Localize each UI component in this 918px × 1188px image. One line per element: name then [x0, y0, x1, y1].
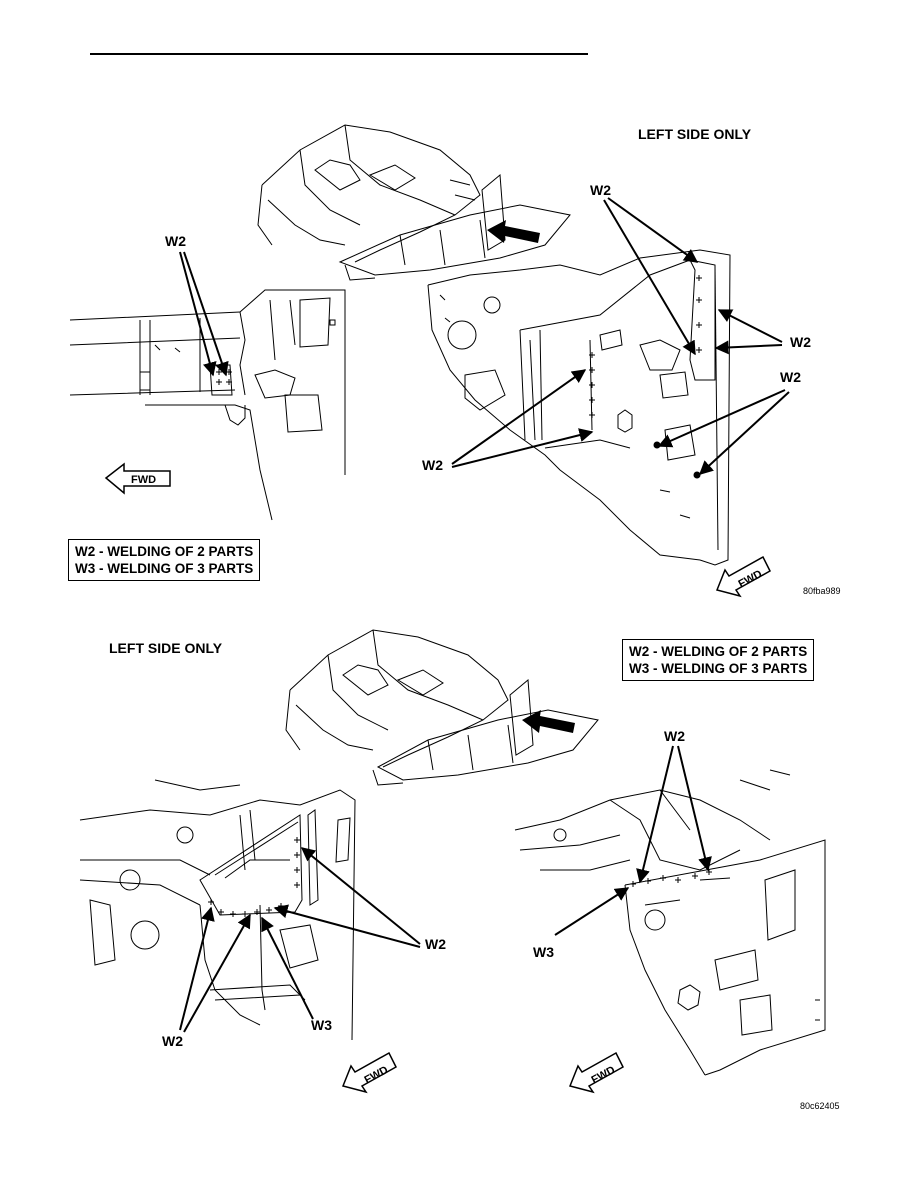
- weld-label-w2: W2: [664, 728, 685, 744]
- legend-w3-entry: W3 - WELDING OF 3 PARTS: [75, 561, 254, 576]
- fwd-arrow-2: [715, 555, 771, 598]
- callout-leaders-1: [179, 197, 790, 475]
- weld-label-w2: W2: [590, 182, 611, 198]
- left-detail-panel-2: [79, 779, 356, 1041]
- weld-label-w2: W2: [780, 369, 801, 385]
- weld-label-w2: W2: [165, 233, 186, 249]
- weld-label-w3: W3: [533, 944, 554, 960]
- weld-legend-1: W2 - WELDING OF 2 PARTS W3 - WELDING OF …: [68, 539, 261, 581]
- weld-label-w2: W2: [790, 334, 811, 350]
- right-detail-panel-1: [427, 249, 731, 566]
- weld-label-w3: W3: [311, 1017, 332, 1033]
- fwd-arrow-1: [104, 462, 171, 495]
- right-detail-panel-2: [514, 769, 826, 1076]
- weld-label-w2: W2: [162, 1033, 183, 1049]
- left-side-only-label-1: LEFT SIDE ONLY: [638, 126, 752, 142]
- fwd-arrow-4: [568, 1051, 624, 1094]
- view-direction-arrow-2: [522, 710, 575, 733]
- fwd-arrow-1-text: FWD: [131, 474, 156, 486]
- weld-label-w2: W2: [422, 457, 443, 473]
- legend-w2-entry: W2 - WELDING OF 2 PARTS: [629, 644, 808, 659]
- legend-w2-entry: W2 - WELDING OF 2 PARTS: [75, 544, 254, 559]
- figure-code-1: 80fba989: [803, 586, 841, 596]
- weld-label-w2: W2: [425, 936, 446, 952]
- figure-code-2: 80c62405: [800, 1101, 840, 1111]
- body-shell-overview-1: [257, 124, 571, 281]
- weld-legend-2: W2 - WELDING OF 2 PARTS W3 - WELDING OF …: [622, 639, 815, 681]
- left-detail-panel-1: [69, 289, 346, 521]
- body-shell-overview-2: [285, 629, 599, 786]
- left-side-only-label-2: LEFT SIDE ONLY: [109, 640, 223, 656]
- weld-marks-right-detail: [589, 275, 702, 479]
- legend-w3-entry: W3 - WELDING OF 3 PARTS: [629, 661, 808, 676]
- fwd-arrow-3: [341, 1051, 397, 1094]
- callout-leaders-2: [179, 745, 712, 1033]
- view-direction-arrow-1: [487, 220, 540, 243]
- header-rule: [90, 53, 588, 55]
